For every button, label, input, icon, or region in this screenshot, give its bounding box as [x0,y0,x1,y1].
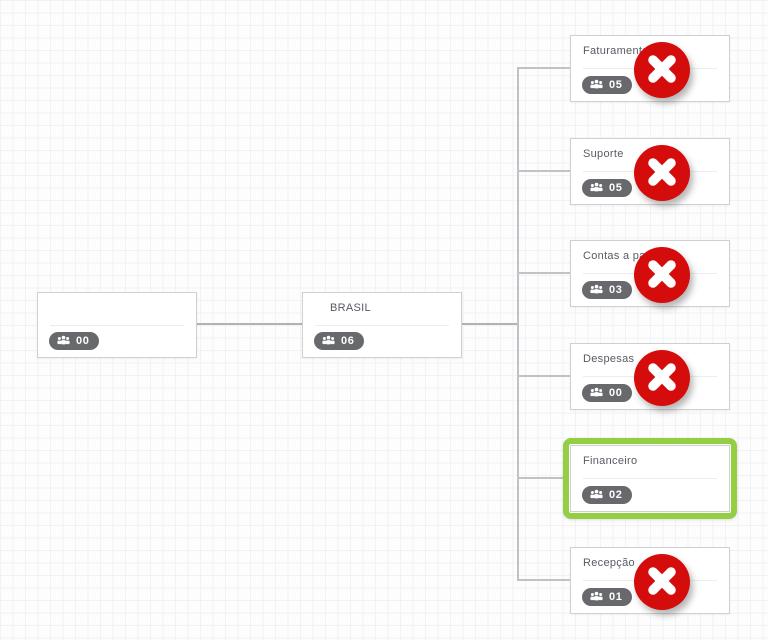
member-count-badge: 02 [582,486,633,504]
node-divider [315,325,449,326]
node-title: Faturamento [583,45,649,57]
member-count-badge: 06 [314,332,365,350]
connector-line [517,477,570,479]
users-icon [589,489,604,501]
close-icon [634,349,690,408]
org-node-root[interactable]: 00 [37,292,197,358]
member-count-badge: 01 [582,588,633,606]
node-title: Recepção [583,557,635,569]
node-divider [50,325,184,326]
close-icon [634,144,690,203]
delete-node-button[interactable] [634,42,690,98]
close-icon [634,41,690,100]
member-count: 00 [76,335,90,347]
member-count-badge: 05 [582,76,633,94]
users-icon [56,335,71,347]
users-icon [321,335,336,347]
member-count-badge: 03 [582,281,633,299]
member-count-badge: 00 [582,384,633,402]
node-title: Despesas [583,353,635,365]
org-node-card-0[interactable]: Faturamento 05 [570,35,730,102]
member-count: 02 [609,489,623,501]
close-icon [634,553,690,612]
delete-node-button[interactable] [634,247,690,303]
org-node-card-1[interactable]: Suporte 05 [570,138,730,205]
node-title: Financeiro [583,455,638,467]
member-count-badge: 00 [49,332,100,350]
member-count: 05 [609,79,623,91]
org-node-parent[interactable]: BRASIL 06 [302,292,462,358]
connector-line [517,67,570,69]
users-icon [589,284,604,296]
org-node-card-5[interactable]: Recepção 01 [570,547,730,614]
member-count: 06 [341,335,355,347]
users-icon [589,79,604,91]
member-count: 00 [609,387,623,399]
member-count-badge: 05 [582,179,633,197]
connector-line [197,323,302,325]
delete-node-button[interactable] [634,145,690,201]
member-count: 05 [609,182,623,194]
member-count: 03 [609,284,623,296]
close-icon [634,246,690,305]
connector-trunk-line [517,68,519,581]
connector-line [517,272,570,274]
delete-node-button[interactable] [634,350,690,406]
users-icon [589,591,604,603]
org-node-card-4[interactable]: Financeiro 02 [570,445,730,512]
member-count: 01 [609,591,623,603]
connector-line [517,579,570,581]
connector-line [517,375,570,377]
org-node-card-3[interactable]: Despesas 00 [570,343,730,410]
selected-node-highlight: Financeiro 02 [563,438,737,519]
node-title: Suporte [583,148,624,160]
delete-node-button[interactable] [634,554,690,610]
connector-line [517,170,570,172]
users-icon [589,387,604,399]
connector-line [462,323,517,325]
users-icon [589,182,604,194]
node-title: BRASIL [330,302,371,314]
node-divider [583,478,717,479]
